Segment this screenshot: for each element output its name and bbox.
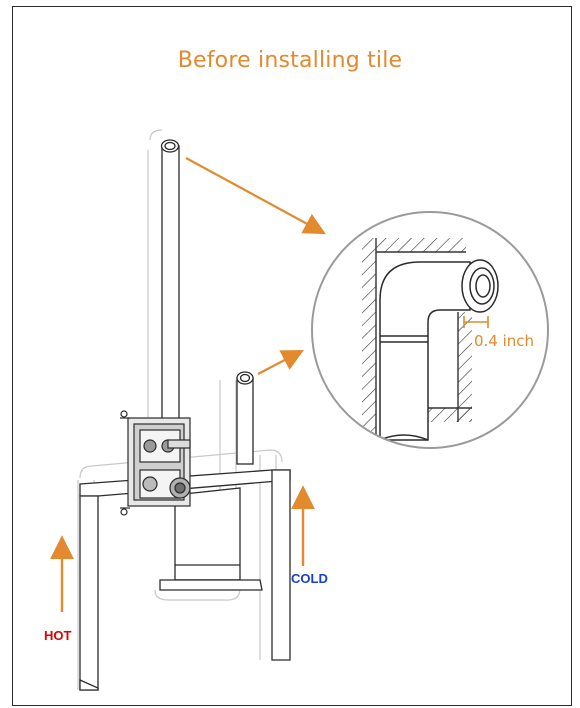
arrow-icon-riser (185, 157, 326, 235)
arrow-icon-spout (257, 349, 304, 375)
mixing-valve-icon (120, 410, 191, 516)
riser-pipe (160, 139, 180, 427)
spout-pipe (236, 371, 254, 465)
hot-label: HOT (44, 628, 72, 643)
diagram-title: Before installing tile (177, 48, 403, 73)
elbow-fitting-icon (379, 259, 499, 441)
frame-border (12, 6, 572, 706)
cold-label: COLD (291, 571, 328, 586)
magnifier-detail (311, 211, 549, 449)
clearance-label: 0.4 inch (474, 332, 535, 350)
